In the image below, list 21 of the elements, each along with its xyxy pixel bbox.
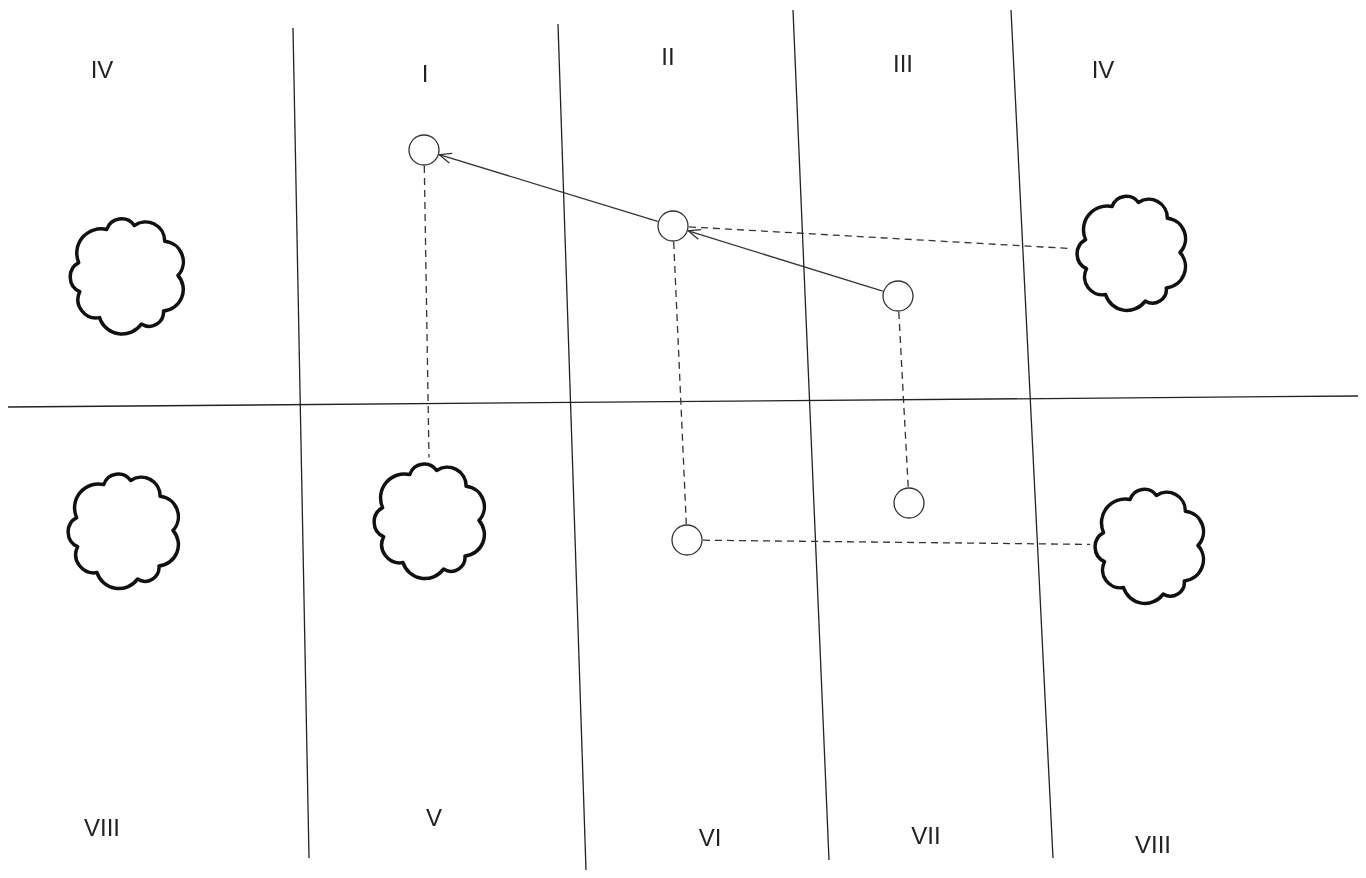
region-numeral: IV bbox=[1091, 58, 1115, 82]
circle-node bbox=[893, 487, 925, 519]
region-numeral: III bbox=[893, 52, 913, 76]
circle-node bbox=[882, 280, 914, 312]
connector-line bbox=[673, 241, 687, 525]
region-numeral: I bbox=[421, 62, 429, 86]
region-numeral: VIII bbox=[84, 816, 120, 840]
connector-line bbox=[423, 165, 430, 459]
circle-node bbox=[657, 210, 689, 242]
region-numeral: VI bbox=[698, 826, 722, 850]
region-numeral: VII bbox=[911, 824, 941, 848]
region-numeral: V bbox=[426, 806, 442, 830]
region-numeral: II bbox=[661, 45, 675, 69]
region-numeral: VIII bbox=[1135, 833, 1171, 857]
arrow bbox=[438, 152, 659, 222]
region-numeral: IV bbox=[90, 58, 114, 82]
connector-line bbox=[898, 311, 909, 488]
arrow bbox=[687, 228, 884, 292]
connector-line bbox=[702, 539, 1091, 546]
circle-node bbox=[671, 524, 703, 556]
circle-node bbox=[408, 134, 440, 166]
